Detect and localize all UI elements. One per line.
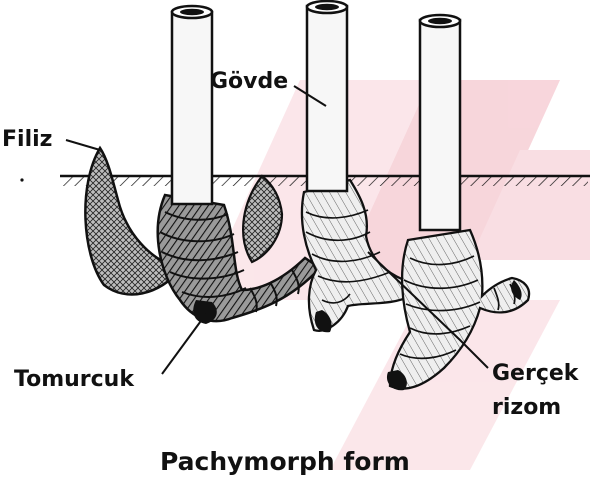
middle-stem	[307, 1, 347, 191]
left-stem	[172, 6, 212, 204]
label-true-rhizome-2: rizom	[492, 395, 561, 420]
right-stem	[420, 15, 460, 230]
label-shoot: Filiz	[2, 127, 52, 152]
label-bud: Tomurcuk	[14, 367, 135, 392]
figure-caption: Pachymorph form	[160, 447, 410, 476]
label-stem: Gövde	[210, 69, 288, 94]
stray-dot	[20, 178, 23, 181]
label-true-rhizome-1: Gerçek	[492, 361, 580, 386]
